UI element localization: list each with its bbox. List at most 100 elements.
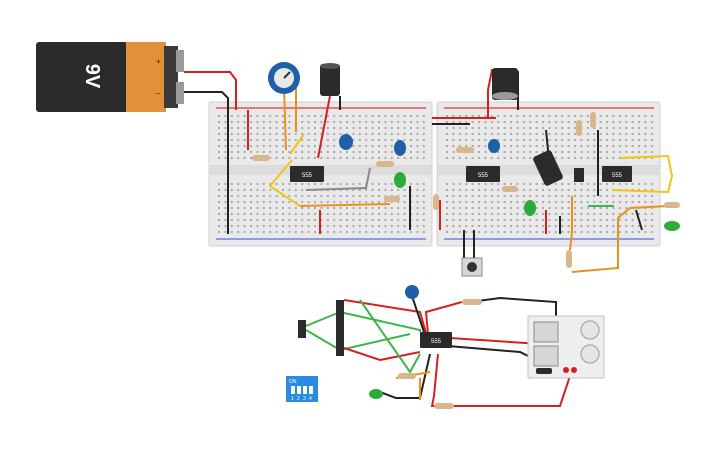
breadboard-hole — [631, 195, 634, 197]
breadboard-hole — [650, 157, 653, 159]
electrolytic-capacitor-3[interactable] — [532, 149, 564, 186]
led-green-bottom[interactable] — [369, 389, 383, 399]
breadboard-hole — [644, 121, 647, 123]
led-green-2[interactable] — [524, 200, 536, 216]
breadboard-hole — [390, 115, 393, 117]
breadboard-hole — [471, 231, 474, 233]
breadboard-hole — [410, 145, 412, 147]
breadboard-hole — [288, 213, 291, 215]
breadboard-hole — [301, 151, 304, 153]
breadboard-hole — [606, 139, 608, 141]
breadboard-hole — [262, 219, 265, 221]
breadboard-hole — [638, 195, 640, 197]
breadboard-hole — [574, 231, 576, 233]
resistors-bottom[interactable] — [398, 299, 482, 409]
breadboard-hole — [650, 195, 653, 197]
breadboard-hole — [346, 121, 348, 123]
electrolytic-capacitor-2[interactable] — [492, 68, 518, 100]
breadboard-hole — [586, 139, 589, 141]
breadboard-hole — [529, 225, 532, 227]
breadboard-hole — [339, 115, 342, 117]
breadboard-hole — [516, 115, 519, 117]
breadboard-hole — [542, 201, 544, 203]
electrolytic-capacitor-1[interactable] — [320, 63, 340, 96]
ceramic-capacitor-2[interactable] — [394, 140, 406, 156]
breadboard-hole — [352, 201, 355, 203]
breadboard-hole — [339, 213, 342, 215]
breadboard-hole — [497, 207, 500, 209]
slide-switch[interactable] — [298, 320, 306, 338]
breadboard-hole — [307, 139, 310, 141]
breadboard-hole — [529, 231, 532, 233]
breadboard-hole — [333, 115, 336, 117]
ic-555-left[interactable]: 555 — [290, 166, 324, 182]
breadboard-hole — [307, 157, 310, 159]
breadboard-hole — [593, 213, 596, 215]
dip-switch[interactable]: ON 1 2 3 4 — [286, 376, 318, 402]
breadboard-hole — [282, 201, 284, 203]
header-pins[interactable] — [336, 300, 344, 356]
breadboard-hole — [352, 115, 355, 117]
breadboard-hole — [243, 157, 246, 159]
breadboard-hole — [371, 195, 374, 197]
breadboard-hole — [224, 207, 227, 209]
breadboard-hole — [567, 213, 570, 215]
breadboard-hole — [644, 219, 647, 221]
breadboard-hole — [384, 207, 387, 209]
breadboard-hole — [618, 127, 621, 129]
ic-555-bottom[interactable]: 555 — [420, 332, 452, 348]
breadboard-hole — [650, 139, 653, 141]
breadboard-hole — [446, 213, 448, 215]
potentiometer[interactable] — [268, 62, 300, 94]
breadboard-hole — [301, 189, 304, 191]
breadboard-hole — [465, 189, 468, 191]
breadboard-hole — [478, 225, 480, 227]
breadboard-hole — [416, 195, 419, 197]
breadboard-hole — [250, 145, 252, 147]
push-button[interactable] — [461, 257, 483, 277]
led-green-1[interactable] — [394, 172, 406, 188]
ceramic-capacitor-bottom[interactable] — [405, 285, 419, 299]
breadboard-hole — [224, 183, 227, 185]
breadboard-hole — [618, 183, 621, 185]
breadboard-hole — [230, 219, 233, 221]
power-supply[interactable] — [527, 315, 605, 379]
breadboard-hole — [638, 183, 640, 185]
breadboard-hole — [478, 151, 480, 153]
breadboard-hole — [535, 133, 538, 135]
resistors-top[interactable] — [252, 112, 680, 268]
breadboard-hole — [390, 151, 393, 153]
breadboard-hole — [510, 145, 512, 147]
breadboard-hole — [446, 183, 448, 185]
breadboard-hole — [218, 145, 220, 147]
breadboard-hole — [230, 213, 233, 215]
breadboard-hole — [478, 115, 480, 117]
battery-9v[interactable]: 9V + − — [36, 42, 184, 112]
breadboard-hole — [326, 207, 329, 209]
breadboard-hole — [416, 225, 419, 227]
breadboard-hole — [535, 145, 538, 147]
breadboard-hole — [390, 189, 393, 191]
breadboard-hole — [554, 133, 557, 135]
ceramic-capacitor-3[interactable] — [488, 139, 500, 153]
ic-555-right[interactable]: 555 — [602, 166, 632, 182]
breadboard-hole — [230, 157, 233, 159]
breadboard-hole — [612, 151, 615, 153]
breadboard-hole — [497, 195, 500, 197]
led-green-3[interactable] — [664, 221, 680, 231]
breadboard-hole — [503, 207, 506, 209]
breadboard-hole — [282, 189, 284, 191]
breadboard-hole — [580, 207, 583, 209]
breadboard-hole — [503, 195, 506, 197]
breadboard-hole — [358, 115, 361, 117]
breadboard-hole — [484, 115, 487, 117]
breadboard-hole — [490, 189, 493, 191]
ceramic-capacitor-1[interactable] — [339, 134, 353, 150]
switch-small[interactable] — [574, 168, 584, 182]
breadboard-hole — [250, 151, 252, 153]
breadboard-hole — [416, 201, 419, 203]
ic-555-middle[interactable]: 555 — [466, 166, 500, 182]
breadboard-hole — [339, 157, 342, 159]
breadboard-hole — [471, 207, 474, 209]
